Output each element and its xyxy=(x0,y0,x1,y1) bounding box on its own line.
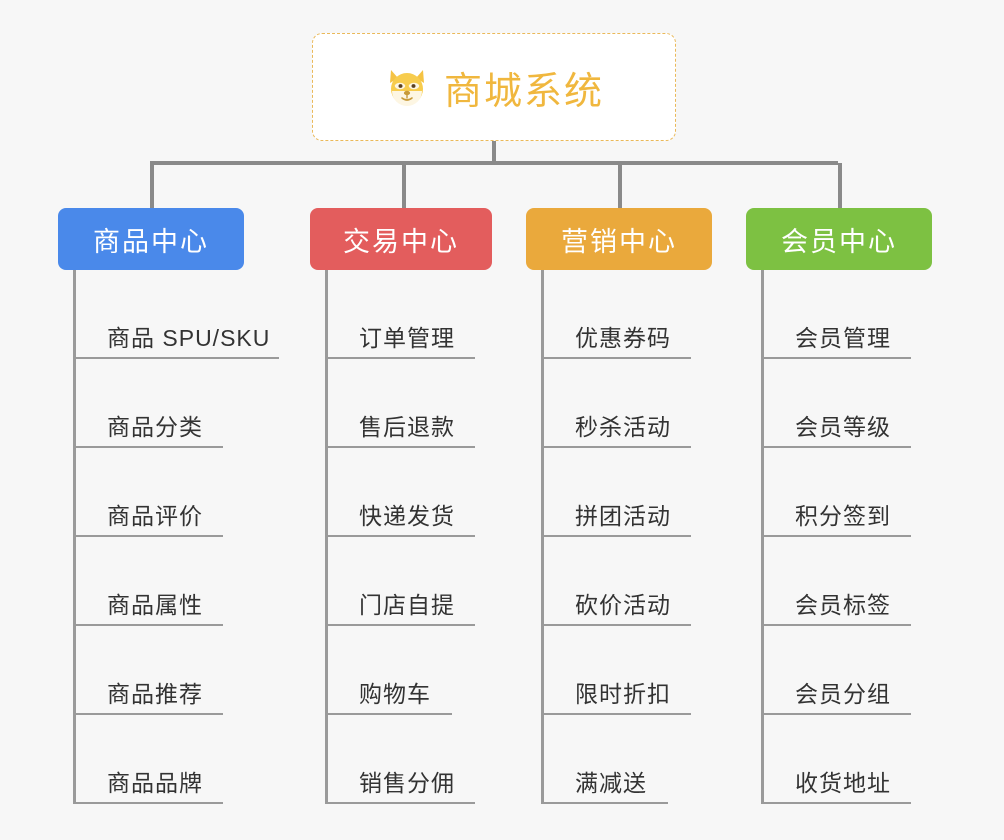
root-node[interactable]: 商城系统 xyxy=(312,33,676,141)
leaf-item-underline xyxy=(73,624,223,626)
category-drop-connector xyxy=(150,163,154,209)
leaf-item-label: 限时折扣 xyxy=(575,680,671,707)
leaf-item-underline xyxy=(73,713,223,715)
leaf-item[interactable]: 售后退款 xyxy=(325,359,475,448)
leaf-item-label: 满减送 xyxy=(575,769,647,796)
leaf-item-label: 会员标签 xyxy=(795,591,891,618)
leaf-item-label: 销售分佣 xyxy=(359,769,455,796)
leaf-item-underline xyxy=(761,446,911,448)
leaf-item-underline xyxy=(325,535,475,537)
leaf-item[interactable]: 满减送 xyxy=(541,715,668,804)
leaf-item-underline xyxy=(761,802,911,804)
leaf-item-underline xyxy=(761,535,911,537)
leaf-item-underline xyxy=(761,713,911,715)
leaf-item-label: 砍价活动 xyxy=(575,591,671,618)
leaf-item-label: 会员分组 xyxy=(795,680,891,707)
leaf-item-label: 商品分类 xyxy=(107,413,203,440)
leaf-item[interactable]: 拼团活动 xyxy=(541,448,691,537)
leaf-item[interactable]: 优惠券码 xyxy=(541,270,691,359)
category-connector-bus xyxy=(150,161,838,165)
leaf-item-underline xyxy=(325,802,475,804)
leaf-item-label: 积分签到 xyxy=(795,502,891,529)
leaf-item[interactable]: 会员标签 xyxy=(761,537,911,626)
leaf-item[interactable]: 销售分佣 xyxy=(325,715,475,804)
leaf-item[interactable]: 商品 SPU/SKU xyxy=(73,270,279,359)
category-header-label: 商品中心 xyxy=(93,226,209,257)
category-drop-connector xyxy=(402,163,406,209)
leaf-item[interactable]: 门店自提 xyxy=(325,537,475,626)
category-header-label: 交易中心 xyxy=(343,226,459,257)
leaf-item-label: 商品 SPU/SKU xyxy=(107,324,271,351)
shiba-dog-face-icon xyxy=(384,64,430,110)
leaf-item[interactable]: 秒杀活动 xyxy=(541,359,691,448)
leaf-item-label: 售后退款 xyxy=(359,413,455,440)
leaf-item-underline xyxy=(761,624,911,626)
leaf-item-underline xyxy=(541,357,691,359)
leaf-item-label: 商品品牌 xyxy=(107,769,203,796)
leaf-item-underline xyxy=(541,624,691,626)
leaf-item-label: 快递发货 xyxy=(359,502,455,529)
leaf-item-label: 会员管理 xyxy=(795,324,891,351)
leaf-item-underline xyxy=(73,802,223,804)
leaf-item-underline xyxy=(325,357,475,359)
leaf-item-label: 商品评价 xyxy=(107,502,203,529)
category-header-2[interactable]: 交易中心 xyxy=(310,208,492,270)
leaf-item[interactable]: 收货地址 xyxy=(761,715,911,804)
leaf-item[interactable]: 商品推荐 xyxy=(73,626,223,715)
leaf-item-label: 会员等级 xyxy=(795,413,891,440)
leaf-item-underline xyxy=(73,446,223,448)
leaf-item[interactable]: 商品品牌 xyxy=(73,715,223,804)
leaf-item-label: 秒杀活动 xyxy=(575,413,671,440)
leaf-item[interactable]: 订单管理 xyxy=(325,270,475,359)
leaf-item[interactable]: 快递发货 xyxy=(325,448,475,537)
leaf-item[interactable]: 积分签到 xyxy=(761,448,911,537)
leaf-spine xyxy=(761,270,764,804)
leaf-item-underline xyxy=(73,357,279,359)
leaf-item-underline xyxy=(325,624,475,626)
leaf-item-underline xyxy=(73,535,223,537)
leaf-item-underline xyxy=(541,535,691,537)
leaf-item[interactable]: 商品属性 xyxy=(73,537,223,626)
root-title: 商城系统 xyxy=(443,70,604,113)
leaf-item-label: 拼团活动 xyxy=(575,502,671,529)
leaf-item-label: 订单管理 xyxy=(359,324,455,351)
leaf-spine xyxy=(541,270,544,804)
leaf-item-label: 收货地址 xyxy=(795,769,891,796)
leaf-spine xyxy=(73,270,76,804)
leaf-item[interactable]: 会员管理 xyxy=(761,270,911,359)
leaf-item-label: 商品推荐 xyxy=(107,680,203,707)
leaf-item[interactable]: 商品评价 xyxy=(73,448,223,537)
leaf-item[interactable]: 限时折扣 xyxy=(541,626,691,715)
leaf-item-underline xyxy=(761,357,911,359)
category-header-label: 营销中心 xyxy=(561,226,677,257)
leaf-item[interactable]: 购物车 xyxy=(325,626,452,715)
leaf-item[interactable]: 商品分类 xyxy=(73,359,223,448)
category-header-4[interactable]: 会员中心 xyxy=(746,208,932,270)
leaf-item-label: 优惠券码 xyxy=(575,324,671,351)
leaf-item-underline xyxy=(541,713,691,715)
leaf-item[interactable]: 砍价活动 xyxy=(541,537,691,626)
leaf-item-label: 门店自提 xyxy=(359,591,455,618)
category-drop-connector xyxy=(838,163,842,209)
leaf-item[interactable]: 会员等级 xyxy=(761,359,911,448)
root-connector-stem xyxy=(492,141,496,164)
category-drop-connector xyxy=(618,163,622,209)
leaf-item-underline xyxy=(541,446,691,448)
category-header-1[interactable]: 商品中心 xyxy=(58,208,244,270)
leaf-item-underline xyxy=(325,713,452,715)
leaf-item-underline xyxy=(325,446,475,448)
category-header-label: 会员中心 xyxy=(781,226,897,257)
leaf-spine xyxy=(325,270,328,804)
category-header-3[interactable]: 营销中心 xyxy=(526,208,712,270)
leaf-item-underline xyxy=(541,802,668,804)
leaf-item-label: 商品属性 xyxy=(107,591,203,618)
leaf-item-label: 购物车 xyxy=(359,680,431,707)
leaf-item[interactable]: 会员分组 xyxy=(761,626,911,715)
